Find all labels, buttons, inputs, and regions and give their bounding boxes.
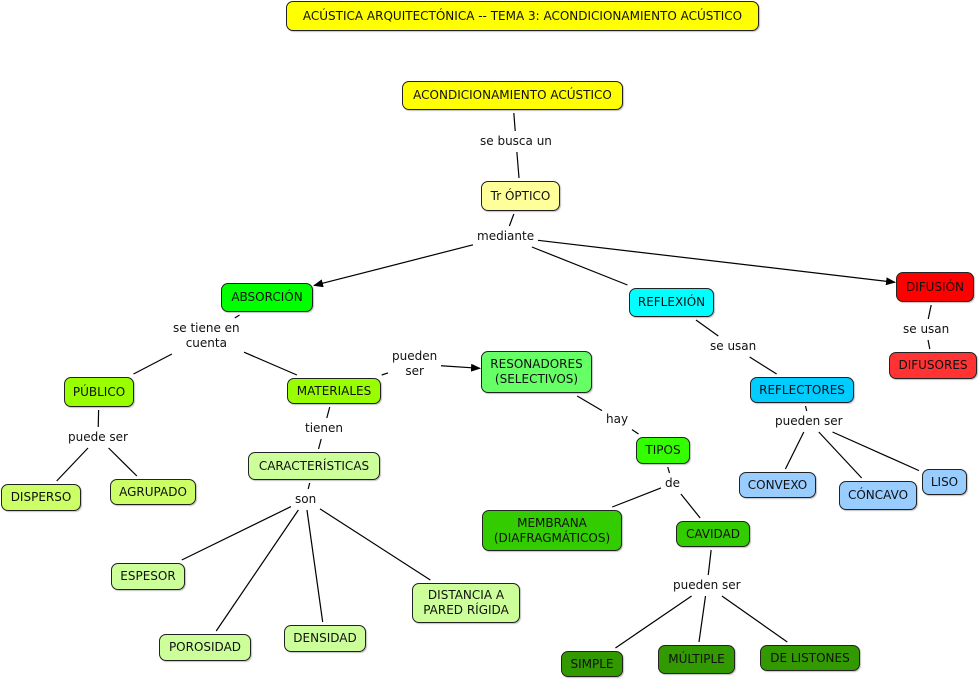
phrase-pueden-ser: pueden ser xyxy=(391,349,439,379)
connector-p_mediante-difusion xyxy=(537,239,896,286)
connector-p_pueden_mat-resonadores xyxy=(440,363,481,372)
node-multiple[interactable]: MÚLTIPLE xyxy=(658,645,735,674)
connector-difusion-p_usan_dif xyxy=(927,304,932,320)
connector-p_mediante-absorcion xyxy=(313,244,474,288)
node-materiales[interactable]: MATERIALES xyxy=(287,378,381,404)
connector-p_puede_pub-agrupado xyxy=(108,447,138,477)
connector-p_tiene-publico xyxy=(133,353,173,375)
connector-p_son-distancia xyxy=(319,508,431,581)
connector-resonadores-p_hay xyxy=(576,395,603,412)
node-agrupado[interactable]: AGRUPADO xyxy=(110,479,196,505)
connector-p_busca-optico xyxy=(516,151,520,179)
connector-p_pueden_refl-convexo xyxy=(784,431,805,470)
connector-p_hay-tipos xyxy=(631,429,639,435)
phrase-se-usan: se usan xyxy=(902,322,951,337)
connector-p_pueden_cav-listones xyxy=(721,595,788,643)
node-disperso[interactable]: DISPERSO xyxy=(1,484,81,511)
node-liso[interactable]: LISO xyxy=(922,469,967,495)
connector-reflexion-p_usan_ref xyxy=(695,319,719,337)
connector-p_pueden_cav-multiple xyxy=(698,595,707,643)
connector-p_de-cavidad xyxy=(680,493,701,519)
connector-tipos-p_de xyxy=(667,466,671,474)
connector-caracteristicas-p_son xyxy=(307,482,311,490)
connector-absorcion-p_tiene xyxy=(234,314,240,319)
connector-materiales-p_tienen xyxy=(326,406,331,419)
phrase-se-usan: se usan xyxy=(709,339,758,354)
connector-p_mediante-reflexion xyxy=(531,246,628,286)
node-concavo[interactable]: CÓNCAVO xyxy=(839,481,917,510)
connector-p_usan_dif-difusores xyxy=(927,339,931,350)
node-absorcion[interactable]: ABSORCIÓN xyxy=(221,283,313,312)
connector-p_son-densidad xyxy=(306,509,324,623)
node-caracteristicas[interactable]: CARACTERÍSTICAS xyxy=(248,452,380,480)
node-simple[interactable]: SIMPLE xyxy=(561,651,623,677)
node-distancia-pared-rigida[interactable]: DISTANCIA A PARED RÍGIDA xyxy=(412,583,520,623)
connector-materiales-p_pueden_mat xyxy=(381,372,389,376)
node-tr-optico[interactable]: Tr ÓPTICO xyxy=(481,181,560,211)
node-de-listones[interactable]: DE LISTONES xyxy=(760,645,860,671)
node-densidad[interactable]: DENSIDAD xyxy=(284,625,366,652)
node-convexo[interactable]: CONVEXO xyxy=(739,472,816,498)
phrase-son: son xyxy=(294,492,318,507)
connector-root-p_busca xyxy=(513,112,516,132)
connector-p_son-porosidad xyxy=(215,509,299,632)
phrase-se-tiene-en-cuenta: se tiene en cuenta xyxy=(172,321,241,351)
phrase-puede-ser: puede ser xyxy=(67,430,129,445)
connector-p_de-membrana xyxy=(612,487,662,508)
phrase-tienen: tienen xyxy=(304,421,345,436)
node-cavidad[interactable]: CAVIDAD xyxy=(676,521,750,547)
connector-p_usan_ref-reflectores xyxy=(749,356,777,375)
connector-cavidad-p_pueden_cav xyxy=(707,549,712,576)
node-membrana[interactable]: MEMBRANA (DIAFRAGMÁTICOS) xyxy=(482,510,622,551)
connector-p_tiene-materiales xyxy=(243,351,298,376)
connector-optico-p_mediante xyxy=(508,213,515,227)
node-porosidad[interactable]: POROSIDAD xyxy=(159,634,251,661)
connector-p_son-espesor xyxy=(181,506,292,561)
connector-p_tienen-caracteristicas xyxy=(317,438,322,450)
connector-p_pueden_refl-concavo xyxy=(818,431,863,479)
phrase-mediante: mediante xyxy=(476,229,536,244)
node-difusores[interactable]: DIFUSORES xyxy=(889,352,977,379)
phrase-pueden-ser: pueden ser xyxy=(672,578,742,593)
node-reflexion[interactable]: REFLEXIÓN xyxy=(629,288,714,317)
connector-p_pueden_cav-simple xyxy=(615,595,692,649)
node-resonadores[interactable]: RESONADORES (SELECTIVOS) xyxy=(481,351,592,393)
phrase-pueden-ser: pueden ser xyxy=(774,414,844,429)
node-tipos[interactable]: TIPOS xyxy=(636,437,690,464)
connector-p_puede_pub-disperso xyxy=(56,447,89,482)
node-difusion[interactable]: DIFUSIÓN xyxy=(896,272,974,302)
node-acondicionamiento-acustico[interactable]: ACONDICIONAMIENTO ACÚSTICO xyxy=(402,81,623,110)
phrase-de: de xyxy=(664,476,681,491)
connector-reflectores-p_pueden_refl xyxy=(804,405,808,412)
phrase-hay: hay xyxy=(605,412,630,427)
node-publico[interactable]: PÚBLICO xyxy=(64,377,134,407)
connector-p_pueden_refl-liso xyxy=(832,431,920,472)
map-title: ACÚSTICA ARQUITECTÓNICA -- TEMA 3: ACOND… xyxy=(286,1,759,31)
phrase-se-busca-un: se busca un xyxy=(479,134,553,149)
node-reflectores[interactable]: REFLECTORES xyxy=(750,377,854,403)
node-espesor[interactable]: ESPESOR xyxy=(111,563,185,590)
